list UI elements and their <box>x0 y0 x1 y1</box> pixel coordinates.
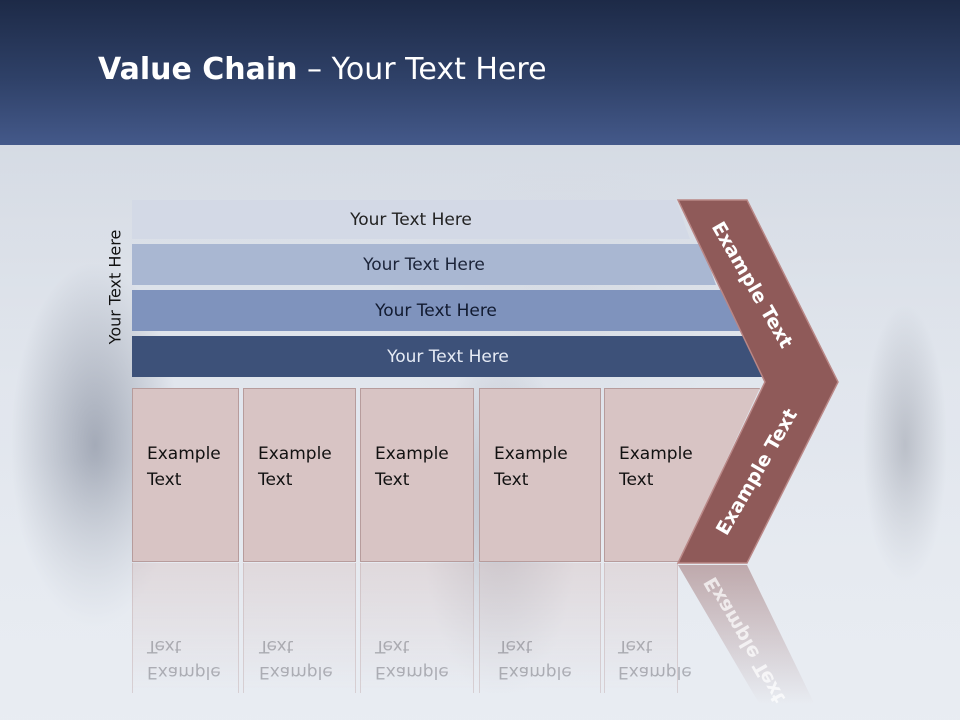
slide-title: Value Chain – Your Text Here <box>98 52 547 87</box>
bar-1-label: Your Text Here <box>350 209 472 230</box>
box-4-line2: Text <box>494 470 529 490</box>
box-2-line2: Text <box>258 470 293 490</box>
side-label-text: Your Text Here <box>105 229 125 345</box>
bar-1: Your Text Here <box>132 200 690 239</box>
box-3-line2: Text <box>375 470 410 490</box>
title-rest: – Your Text Here <box>297 52 547 87</box>
box-3: Example Text <box>360 388 474 562</box>
bar-4: Your Text Here <box>132 336 764 377</box>
box-3-line1: Example <box>375 444 449 464</box>
box-5-line1: Example <box>619 444 693 464</box>
bar-3: Your Text Here <box>132 290 740 331</box>
box-1: Example Text <box>132 388 239 562</box>
bar-2-label: Your Text Here <box>363 254 485 275</box>
bar-4-label: Your Text Here <box>387 346 509 367</box>
box-2: Example Text <box>243 388 356 562</box>
box-1-line2: Text <box>147 470 182 490</box>
header-bar: Value Chain – Your Text Here <box>0 0 960 145</box>
bar-2: Your Text Here <box>132 244 716 285</box>
box-1-line1: Example <box>147 444 221 464</box>
bar-3-label: Your Text Here <box>375 300 497 321</box>
box-5-line2: Text <box>619 470 654 490</box>
title-bold: Value Chain <box>98 52 298 87</box>
box-4-line1: Example <box>494 444 568 464</box>
box-2-line1: Example <box>258 444 332 464</box>
box-4: Example Text <box>479 388 601 562</box>
